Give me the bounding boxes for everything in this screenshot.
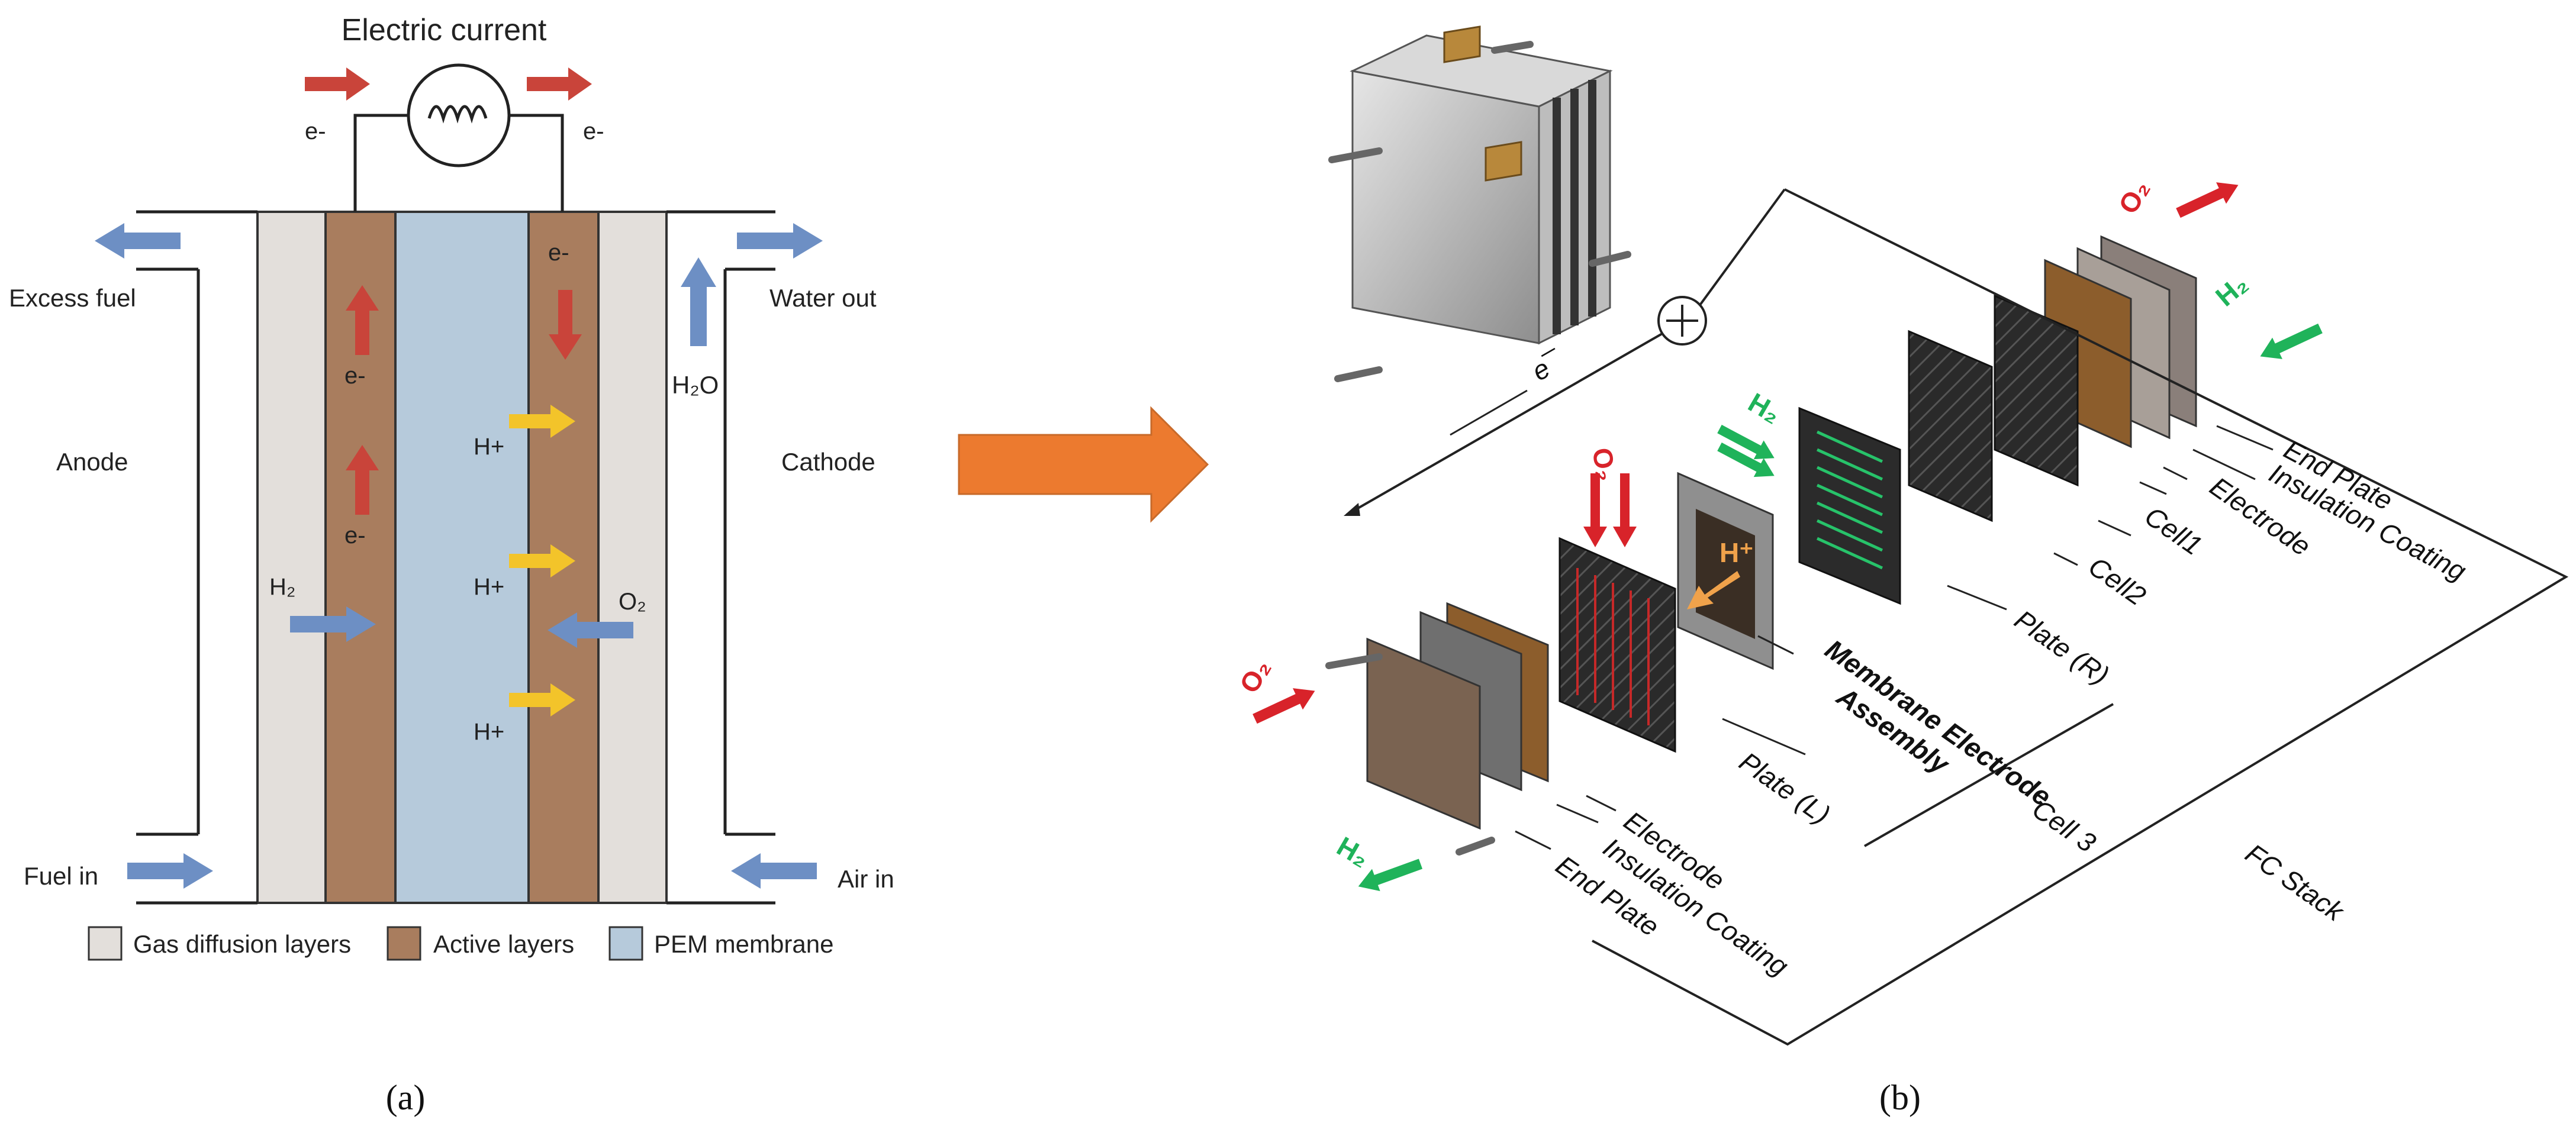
plate-r-label: Plate (R) xyxy=(2009,604,2114,691)
h2-top: H₂ xyxy=(2210,268,2254,312)
proton-arrow-2 xyxy=(509,544,575,577)
electron-arrow-cathode xyxy=(549,290,582,360)
e-label-left: e- xyxy=(305,118,326,144)
plate-l-channels xyxy=(1576,568,1650,725)
end-plate-bottom-left xyxy=(1366,637,1481,830)
air-in-label: Air in xyxy=(838,865,894,893)
legend-swatch-active xyxy=(387,926,421,961)
h-plus-1: H+ xyxy=(474,434,504,460)
o2-left: O₂ xyxy=(1234,654,1277,698)
legend-gdl: Gas diffusion layers xyxy=(133,930,351,958)
caption-b: (b) xyxy=(1879,1078,1921,1117)
coil-icon xyxy=(427,105,488,124)
proton-arrow-1 xyxy=(509,405,575,438)
pem-membrane xyxy=(394,211,530,904)
e-flow-arrow xyxy=(1450,389,1528,436)
o2-in-arrow xyxy=(548,612,633,648)
panel-a: Electric current e- e- Excess fuel Water… xyxy=(9,13,894,1117)
cell3-label: Cell 3 xyxy=(2027,793,2102,859)
h-plus-3: H+ xyxy=(474,719,504,745)
plate-l xyxy=(1559,537,1676,753)
o2-out-top-arrow xyxy=(2176,182,2239,218)
h2-mid-arrow xyxy=(1717,424,1775,460)
h2-left: H₂ xyxy=(1332,831,1374,873)
plate-l-label: Plate (L) xyxy=(1734,746,1836,830)
anode-label: Anode xyxy=(56,448,128,476)
e-anode-1: e- xyxy=(344,363,366,389)
gdl-right xyxy=(597,211,668,904)
plate-top-right-2 xyxy=(1908,330,1993,522)
fuel-in-label: Fuel in xyxy=(24,862,98,890)
fc-stack-bracket xyxy=(1592,188,2569,1046)
excess-fuel-label: Excess fuel xyxy=(9,284,136,312)
excess-fuel-arrow xyxy=(95,223,181,259)
external-circuit xyxy=(353,114,564,212)
o2-left-arrow xyxy=(1252,688,1315,724)
legend-swatch-pem xyxy=(608,926,643,961)
proton-arrow-3 xyxy=(509,683,575,717)
mea-proton-arrow xyxy=(1687,571,1740,609)
h2o-up-arrow xyxy=(681,257,716,346)
o2-mid-arrow xyxy=(1583,473,1607,547)
h2-in-arrow xyxy=(290,606,376,642)
mea-h-plus: H⁺ xyxy=(1720,537,1754,568)
h2-label: H₂ xyxy=(269,574,295,600)
cathode-label: Cathode xyxy=(781,448,875,476)
cathode-channel-outline xyxy=(666,210,775,905)
e-anode-2: e- xyxy=(344,522,366,548)
h2-mid: H₂ xyxy=(1743,387,1786,430)
h-plus-2: H+ xyxy=(474,574,504,600)
water-out-arrow xyxy=(737,223,823,259)
mea-label-1: Membrane Electrode xyxy=(1820,634,2056,812)
panel-b: e¯ H⁺ xyxy=(1234,25,2569,1117)
plate-r-channels xyxy=(1816,430,1883,570)
anode-channel-outline xyxy=(136,210,257,905)
legend-swatch-gdl xyxy=(88,926,123,961)
electron-arrow-top-left xyxy=(305,67,370,101)
cell1-label: Cell1 xyxy=(2139,501,2208,561)
cell3-bracket xyxy=(1864,703,2114,847)
o2-top: O₂ xyxy=(2113,175,2156,219)
plate-r xyxy=(1798,406,1901,605)
water-out-label: Water out xyxy=(769,284,877,312)
electron-arrow-anode-1 xyxy=(346,285,379,355)
leaders-top xyxy=(1515,425,2274,850)
legend-active: Active layers xyxy=(433,930,574,958)
fuel-in-arrow xyxy=(127,853,213,889)
fc-stack-label: FC Stack xyxy=(2240,838,2350,928)
stack-circuit-wire xyxy=(1346,188,1786,516)
o2-label: O₂ xyxy=(619,589,646,615)
caption-a: (a) xyxy=(386,1078,426,1117)
plate-top-right-1 xyxy=(1994,294,2079,487)
legend-pem: PEM membrane xyxy=(654,930,833,958)
e-flow-label: e¯ xyxy=(1527,345,1569,387)
gdl-left xyxy=(256,211,327,904)
air-in-arrow xyxy=(731,853,817,889)
cell2-label: Cell2 xyxy=(2083,551,2152,612)
h2o-label: H₂O xyxy=(672,371,719,399)
assembled-stack xyxy=(1328,25,1631,382)
e-label-right: e- xyxy=(583,118,604,144)
e-cathode: e- xyxy=(548,240,569,266)
electron-arrow-anode-2 xyxy=(346,445,379,515)
electric-current-title: Electric current xyxy=(342,13,547,47)
transition-arrow xyxy=(958,406,1209,523)
electron-arrow-top-right xyxy=(527,67,592,101)
h2-in-top-arrow xyxy=(2260,323,2323,359)
h2-left-arrow xyxy=(1358,859,1423,892)
